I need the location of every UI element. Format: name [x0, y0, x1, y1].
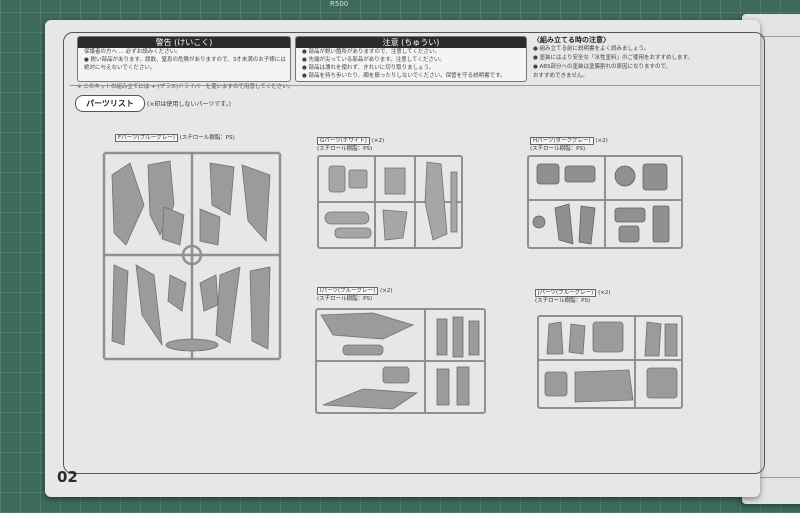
- runner-h-label: Hパーツ(ダークグレー) (×2)(スチロール樹脂：PS): [530, 137, 608, 152]
- manual-page: 警告 (けいこく) 保護者の方へ ... 必ずお読みください。 ● 鋭い部品があ…: [45, 20, 765, 497]
- caution-title: 注意 (ちゅうい): [296, 37, 526, 48]
- parts-list-tag: パーツリスト: [75, 95, 145, 112]
- runner-g-sprue: [317, 155, 463, 249]
- assembly-note-line: ● 塗装にはより安全な「水性塗料」のご使用をおすすめします。: [533, 55, 693, 61]
- caution-line: ● 部品は濡れを使わず、きれいに切り取りましょう。: [302, 65, 435, 71]
- warning-box: 警告 (けいこく) 保護者の方へ ... 必ずお読みください。 ● 鋭い部品があ…: [77, 36, 291, 82]
- section-divider: [70, 85, 760, 86]
- caution-line: ● 部品を持ち歩いたり、顔を振ったりしないでください。保管を守る説明書です。: [302, 73, 506, 79]
- warning-line: ● 鋭い部品があります。誤飲、窒息の危険がありますので、3才未満のお子様には: [84, 57, 286, 63]
- page-frame: [63, 32, 765, 474]
- caution-line: ● 部品が鋭い箇所がありますので、注意してください。: [302, 49, 440, 55]
- caution-line: ● 先端が尖っている部品があります。注意してください。: [302, 57, 445, 63]
- runner-f-sprue: [102, 151, 282, 361]
- runner-f-label: Fパーツ(ブルーグレー) (スチロール樹脂：PS): [115, 133, 235, 142]
- tool-note: ※ このキットの組み立てには + (プラス)ドライバーを使いますので用意してくだ…: [77, 84, 294, 90]
- runner-j-label: Jパーツ(ブルーグレー) (×2)(スチロール樹脂：PS): [535, 289, 611, 304]
- runner-j-sprue: [537, 315, 683, 409]
- warning-line: 保護者の方へ ... 必ずお読みください。: [84, 49, 181, 55]
- assembly-notes-title: 〈組み立てる時の注意〉: [533, 36, 610, 44]
- caution-box: 注意 (ちゅうい) ● 部品が鋭い箇所がありますので、注意してください。 ● 先…: [295, 36, 527, 82]
- ruler-mark: R500: [330, 0, 349, 8]
- runner-h-sprue: [527, 155, 683, 249]
- warning-title: 警告 (けいこく): [78, 37, 290, 48]
- assembly-notes: 〈組み立てる時の注意〉 ● 組み立てる前に説明書をよく読みましょう。 ● 塗装に…: [533, 35, 759, 103]
- parts-list-note: (×印は使用しないパーツです。): [147, 101, 231, 108]
- runner-i-label: Iパーツ(ブルーグレー) (×2)(スチロール樹脂：PS): [317, 287, 393, 302]
- assembly-note-line: ● ABS部分への塗装は塗膜割れの原因になりますので、: [533, 64, 672, 70]
- warning-line: 絶対に与えないでください。: [84, 65, 156, 71]
- assembly-note-line: おすすめできません。: [533, 73, 588, 79]
- runner-i-sprue: [315, 308, 486, 414]
- page-number: 02: [57, 468, 78, 486]
- runner-g-label: Gパーツ(ホワイト) (×2)(スチロール樹脂：PS): [317, 137, 385, 152]
- assembly-note-line: ● 組み立てる前に説明書をよく読みましょう。: [533, 46, 650, 52]
